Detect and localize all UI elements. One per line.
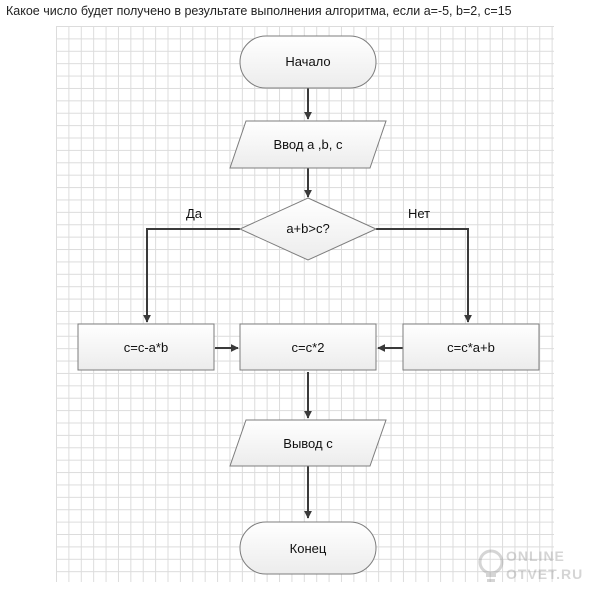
condition-label: a+b>c?	[286, 221, 329, 236]
no-process-box: c=c*a+b	[402, 323, 540, 371]
yes-branch-label: Да	[186, 206, 203, 221]
yes-process-label: c=c-a*b	[124, 340, 168, 355]
yes-process-box: c=c-a*b	[77, 323, 215, 371]
no-branch-label: Нет	[408, 206, 430, 221]
end-terminator: Конец	[239, 521, 377, 575]
lightbulb-icon	[478, 549, 504, 582]
output-label: Вывод c	[283, 436, 333, 451]
no-process-label: c=c*a+b	[447, 340, 495, 355]
start-label: Начало	[285, 54, 330, 69]
end-label: Конец	[290, 541, 327, 556]
watermark: ONLINE OTVET.RU	[476, 542, 588, 592]
edge-condition-yes	[143, 228, 240, 323]
edge-condition-no	[376, 228, 472, 323]
merge-process-box: c=c*2	[239, 323, 377, 371]
output-parallelogram: Вывод c	[229, 419, 387, 467]
watermark-line1: ONLINE	[506, 548, 565, 564]
grid-background	[56, 26, 554, 582]
watermark-line2: OTVET.RU	[506, 566, 584, 582]
merge-process-label: c=c*2	[292, 340, 325, 355]
question-text: Какое число будет получено в результате …	[6, 4, 512, 18]
condition-diamond: a+b>c?	[238, 197, 378, 261]
input-parallelogram: Ввод a ,b, c	[229, 120, 387, 169]
start-terminator: Начало	[239, 35, 377, 89]
connectors	[143, 88, 472, 519]
input-label: Ввод a ,b, c	[274, 137, 343, 152]
